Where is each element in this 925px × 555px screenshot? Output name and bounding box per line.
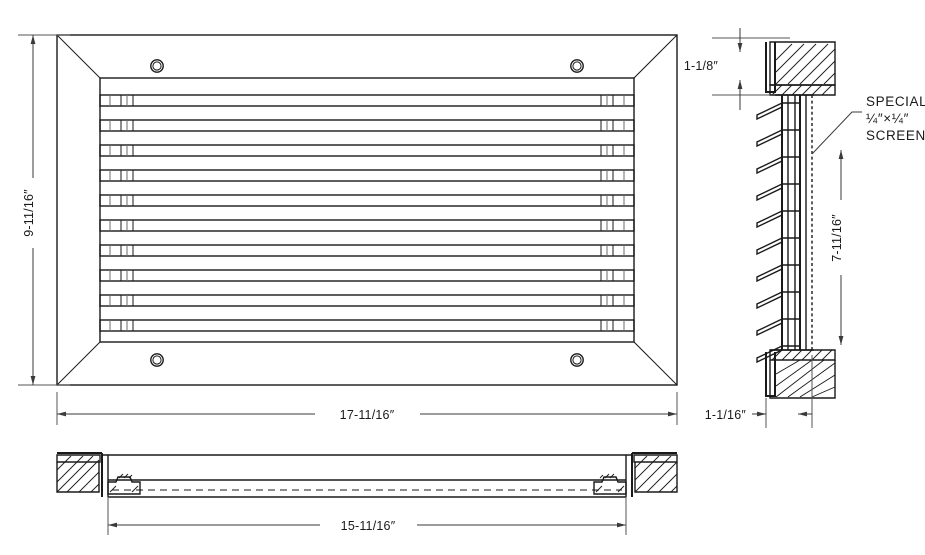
louver-blade: [99, 94, 635, 107]
hatch-plan-right: [634, 455, 678, 493]
plan-left-wall: [56, 452, 109, 497]
dimension-section-height: 7-11/16″: [830, 150, 844, 345]
louver-blade: [99, 169, 635, 182]
plan-right-clip: [593, 473, 627, 495]
section-louver-blade: [756, 263, 800, 283]
dimension-front-width: 17-11/16″: [56, 392, 678, 425]
plan-section-view: [56, 452, 678, 498]
hatch-top-flange: [771, 84, 833, 96]
section-depth-dim-label: 1-1/16″: [705, 408, 747, 422]
section-louver-blade: [756, 290, 800, 310]
front-outer-frame: [56, 34, 678, 386]
section-flange-dim-label: 1-1/8″: [684, 59, 718, 73]
hatch-top: [775, 43, 836, 85]
section-height-dim-label: 7-11/16″: [830, 214, 844, 262]
screw-hole: [150, 59, 164, 73]
front-elevation-view: [56, 34, 678, 386]
front-height-dim-label: 9-11/16″: [22, 189, 36, 237]
front-width-dim-label: 17-11/16″: [340, 408, 395, 422]
louver-blade: [99, 244, 635, 257]
plan-right-wall: [625, 452, 678, 497]
section-top-wall: [765, 41, 836, 96]
louver-blade: [99, 219, 635, 232]
section-louver-blade: [756, 155, 800, 175]
side-section-view: [756, 41, 836, 399]
dimension-section-flange: 1-1/8″: [684, 28, 790, 110]
dimension-plan-width: 15-11/16″: [107, 497, 627, 535]
section-louver-blade: [756, 236, 800, 256]
screen-note-line1: SPECIAL: [866, 94, 925, 109]
louver-blade: [99, 144, 635, 157]
special-screen-callout: SPECIAL ¼″×¼″ SCREEN: [811, 94, 925, 155]
section-louver-blade: [756, 128, 800, 148]
plan-width-dim-label: 15-11/16″: [341, 519, 396, 533]
front-inner-opening: [99, 77, 635, 343]
hatch-plan-left: [56, 455, 100, 493]
section-bottom-wall: [765, 349, 836, 399]
louver-blade: [99, 119, 635, 132]
frame-miter-lines: [56, 34, 678, 386]
section-louver-blade: [756, 317, 800, 337]
louver-blade: [99, 319, 635, 332]
dimension-front-height: 9-11/16″: [18, 34, 70, 386]
section-louver-blade: [756, 101, 800, 121]
hatch-bottom-flange: [771, 349, 833, 361]
section-louver-blade: [756, 182, 800, 202]
screw-hole: [570, 353, 584, 367]
screen-note-line3: SCREEN: [866, 128, 925, 143]
louver-blade: [99, 194, 635, 207]
section-louver-blade: [756, 209, 800, 229]
screw-hole-group: [150, 59, 584, 367]
screen-leader-line: [811, 111, 862, 155]
screw-hole: [150, 353, 164, 367]
screen-note-line2: ¼″×¼″: [866, 111, 909, 126]
front-louver-group: [99, 94, 635, 332]
dimension-section-depth: 1-1/16″: [705, 355, 813, 428]
louver-blade: [99, 294, 635, 307]
plan-left-clip: [107, 473, 141, 495]
hatch-bottom: [775, 359, 836, 398]
screw-hole: [570, 59, 584, 73]
louver-blade: [99, 269, 635, 282]
section-louver-group: [756, 101, 800, 364]
